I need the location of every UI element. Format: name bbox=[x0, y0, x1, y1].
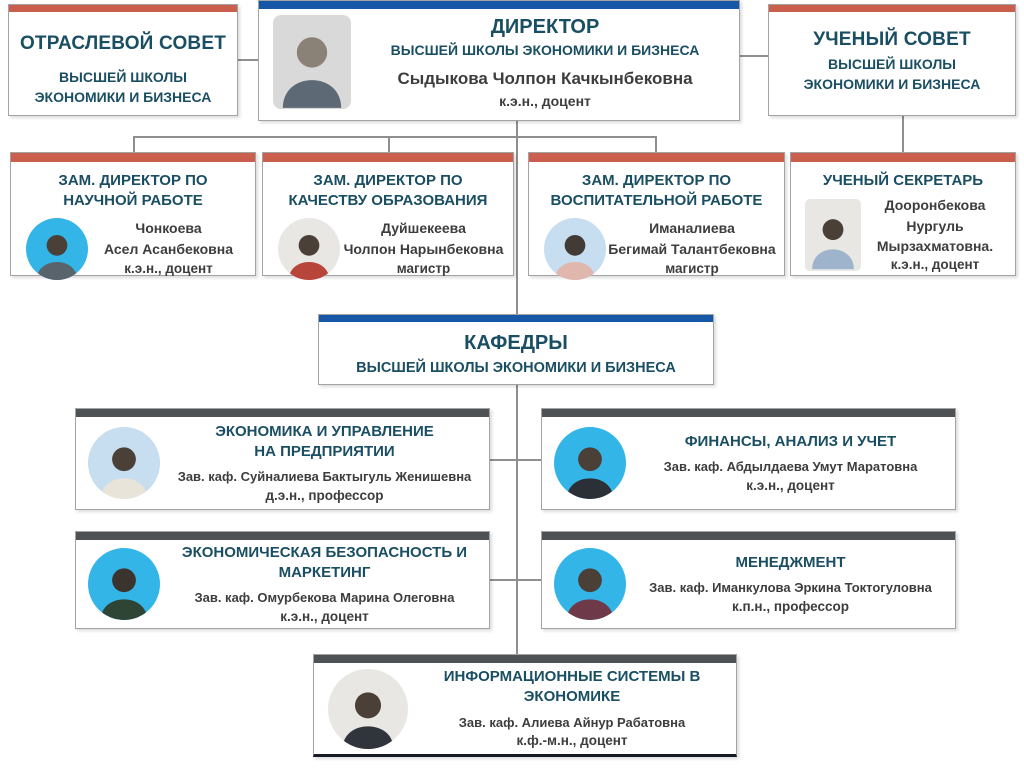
person-name: Сыдыкова Чолпон Качкынбековна bbox=[397, 69, 693, 89]
node-title: КАФЕДРЫ bbox=[464, 332, 568, 354]
dept-management-portrait-photo bbox=[554, 548, 626, 620]
dept-finance-portrait-photo bbox=[554, 427, 626, 499]
org-node-deputy-science: ЗАМ. ДИРЕКТОР ПО НАУЧНОЙ РАБОТЕ Чонкоева… bbox=[10, 152, 256, 280]
node-subtitle: ВЫСШЕЙ ШКОЛЫ ЭКОНОМИКИ И БИЗНЕСА bbox=[803, 55, 981, 93]
node-title: ЗАМ. ДИРЕКТОР ПО ВОСПИТАТЕЛЬНОЙ РАБОТЕ bbox=[550, 172, 763, 210]
deputy-quality-portrait-photo bbox=[278, 217, 340, 280]
person-icon bbox=[282, 37, 342, 108]
node-title: ИНФОРМАЦИОННЫЕ СИСТЕМЫ В ЭКОНОМИКЕ bbox=[443, 668, 701, 706]
org-node-secretary: УЧЕНЫЙ СЕКРЕТАРЬ Дооронбекова Нургуль Мы… bbox=[790, 152, 1016, 276]
person-degree: к.э.н., доцент bbox=[746, 477, 835, 493]
dept-security-portrait-photo bbox=[88, 548, 160, 620]
person-name: Дуйшекеева Чолпон Нарынбековна bbox=[343, 220, 504, 258]
person-name: Зав. каф. Иманкулова Эркина Токтогуловна bbox=[649, 580, 932, 596]
accent-bar bbox=[769, 5, 1015, 12]
person-degree: к.ф.-м.н., доцент bbox=[516, 733, 628, 749]
connector-director-kafedry bbox=[516, 121, 518, 316]
accent-bar bbox=[11, 153, 255, 162]
connector-dept-row1 bbox=[490, 459, 542, 461]
person-name: Зав. каф. Абдылдаева Умут Маратовна bbox=[663, 459, 918, 475]
org-node-deputy-quality: ЗАМ. ДИРЕКТОР ПО КАЧЕСТВУ ОБРАЗОВАНИЯ Ду… bbox=[262, 152, 514, 280]
person-name: Зав. каф. Суйналиева Бактыгуль Женишевна bbox=[177, 469, 472, 485]
node-subtitle: ВЫСШЕЙ ШКОЛЫ ЭКОНОМИКИ И БИЗНЕСА bbox=[356, 360, 676, 376]
accent-bar bbox=[791, 153, 1015, 162]
deputy-upbringing-portrait-photo bbox=[544, 217, 606, 280]
node-title: ЗАМ. ДИРЕКТОР ПО НАУЧНОЙ РАБОТЕ bbox=[58, 172, 208, 210]
person-name: Иманалиева Бегимай Талантбековна bbox=[608, 220, 776, 258]
person-icon bbox=[342, 691, 394, 749]
node-title: ЗАМ. ДИРЕКТОР ПО КАЧЕСТВУ ОБРАЗОВАНИЯ bbox=[288, 172, 488, 210]
connector-dept-row2 bbox=[490, 579, 542, 581]
person-icon bbox=[566, 568, 614, 620]
accent-bar bbox=[542, 409, 955, 417]
secretary-portrait-photo bbox=[805, 199, 861, 272]
node-title: УЧЕНЫЙ СОВЕТ bbox=[813, 29, 971, 50]
org-node-dept-infosystems: ИНФОРМАЦИОННЫЕ СИСТЕМЫ В ЭКОНОМИКЕ Зав. … bbox=[313, 654, 737, 757]
node-title: ДИРЕКТОР bbox=[490, 16, 600, 38]
accent-bar bbox=[76, 409, 489, 417]
person-icon bbox=[100, 447, 148, 499]
org-node-deputy-upbringing: ЗАМ. ДИРЕКТОР ПО ВОСПИТАТЕЛЬНОЙ РАБОТЕ И… bbox=[528, 152, 785, 280]
person-icon bbox=[554, 234, 596, 280]
accent-bar bbox=[263, 153, 513, 162]
node-subtitle: ВЫСШЕЙ ШКОЛЫ ЭКОНОМИКИ И БИЗНЕСА bbox=[390, 42, 700, 58]
person-degree: д.э.н., профессор bbox=[265, 487, 384, 503]
person-degree: к.э.н., доцент bbox=[124, 261, 213, 277]
person-icon bbox=[288, 234, 330, 280]
dept-economics-portrait-photo bbox=[88, 427, 160, 499]
node-title: ЭКОНОМИКА И УПРАВЛЕНИЕ НА ПРЕДПРИЯТИИ bbox=[215, 422, 434, 460]
connector-deputies-bus bbox=[133, 136, 657, 138]
person-name: Дооронбекова Нургуль Мырзахматовна. bbox=[876, 197, 994, 254]
connector-council-director bbox=[238, 59, 259, 61]
org-node-sector-council: ОТРАСЛЕВОЙ СОВЕТ ВЫСШЕЙ ШКОЛЫ ЭКОНОМИКИ … bbox=[8, 4, 238, 116]
person-icon bbox=[36, 234, 78, 280]
person-degree: к.э.н., доцент bbox=[890, 257, 980, 273]
accent-bar bbox=[314, 655, 736, 663]
accent-bar bbox=[319, 315, 713, 322]
deputy-science-portrait-photo bbox=[26, 217, 88, 280]
org-node-dept-security: ЭКОНОМИЧЕСКАЯ БЕЗОПАСНОСТЬ И МАРКЕТИНГ З… bbox=[75, 531, 490, 629]
org-node-dept-management: МЕНЕДЖМЕНТ Зав. каф. Иманкулова Эркина Т… bbox=[541, 531, 956, 629]
accent-bar bbox=[76, 532, 489, 540]
org-node-academic-council: УЧЕНЫЙ СОВЕТ ВЫСШЕЙ ШКОЛЫ ЭКОНОМИКИ И БИ… bbox=[768, 4, 1016, 116]
person-icon bbox=[100, 568, 148, 620]
connector-council-secretary bbox=[902, 116, 904, 153]
accent-bar bbox=[542, 532, 955, 540]
person-name: Зав. каф. Омурбекова Марина Олеговна bbox=[194, 590, 455, 606]
org-node-director: ДИРЕКТОР ВЫСШЕЙ ШКОЛЫ ЭКОНОМИКИ И БИЗНЕС… bbox=[258, 0, 740, 121]
accent-bar bbox=[9, 5, 237, 12]
person-name: Чонкоева Асел Асанбековна bbox=[103, 220, 234, 258]
person-icon bbox=[812, 219, 854, 270]
node-title: УЧЕНЫЙ СЕКРЕТАРЬ bbox=[822, 172, 984, 189]
connector-director-academic-council bbox=[740, 55, 769, 57]
node-title: ФИНАНСЫ, АНАЛИЗ И УЧЕТ bbox=[684, 432, 897, 450]
connector-drop-upbringing bbox=[655, 136, 657, 153]
org-node-departments-header: КАФЕДРЫ ВЫСШЕЙ ШКОЛЫ ЭКОНОМИКИ И БИЗНЕСА bbox=[318, 314, 714, 385]
accent-bar bbox=[529, 153, 784, 162]
connector-drop-science bbox=[133, 136, 135, 153]
node-subtitle: ВЫСШЕЙ ШКОЛЫ ЭКОНОМИКИ И БИЗНЕСА bbox=[34, 68, 212, 106]
connector-kafedry-departments bbox=[516, 385, 518, 654]
node-title: ЭКОНОМИЧЕСКАЯ БЕЗОПАСНОСТЬ И МАРКЕТИНГ bbox=[181, 543, 468, 581]
person-degree: к.э.н., доцент bbox=[499, 93, 591, 110]
accent-bar bbox=[259, 1, 739, 9]
person-icon bbox=[566, 447, 614, 499]
person-degree: к.э.н., доцент bbox=[280, 608, 369, 624]
person-degree: к.п.н., профессор bbox=[732, 598, 849, 614]
node-title: ОТРАСЛЕВОЙ СОВЕТ bbox=[19, 33, 227, 54]
person-degree: магистр bbox=[396, 261, 451, 277]
node-title: МЕНЕДЖМЕНТ bbox=[735, 553, 846, 571]
director-portrait-photo bbox=[273, 15, 351, 109]
org-node-dept-finance: ФИНАНСЫ, АНАЛИЗ И УЧЕТ Зав. каф. Абдылда… bbox=[541, 408, 956, 510]
connector-drop-quality bbox=[388, 136, 390, 153]
dept-infosystems-portrait-photo bbox=[328, 668, 408, 749]
person-degree: магистр bbox=[665, 261, 719, 277]
org-node-dept-economics: ЭКОНОМИКА И УПРАВЛЕНИЕ НА ПРЕДПРИЯТИИ За… bbox=[75, 408, 490, 510]
person-name: Зав. каф. Алиева Айнур Рабатовна bbox=[458, 714, 686, 730]
